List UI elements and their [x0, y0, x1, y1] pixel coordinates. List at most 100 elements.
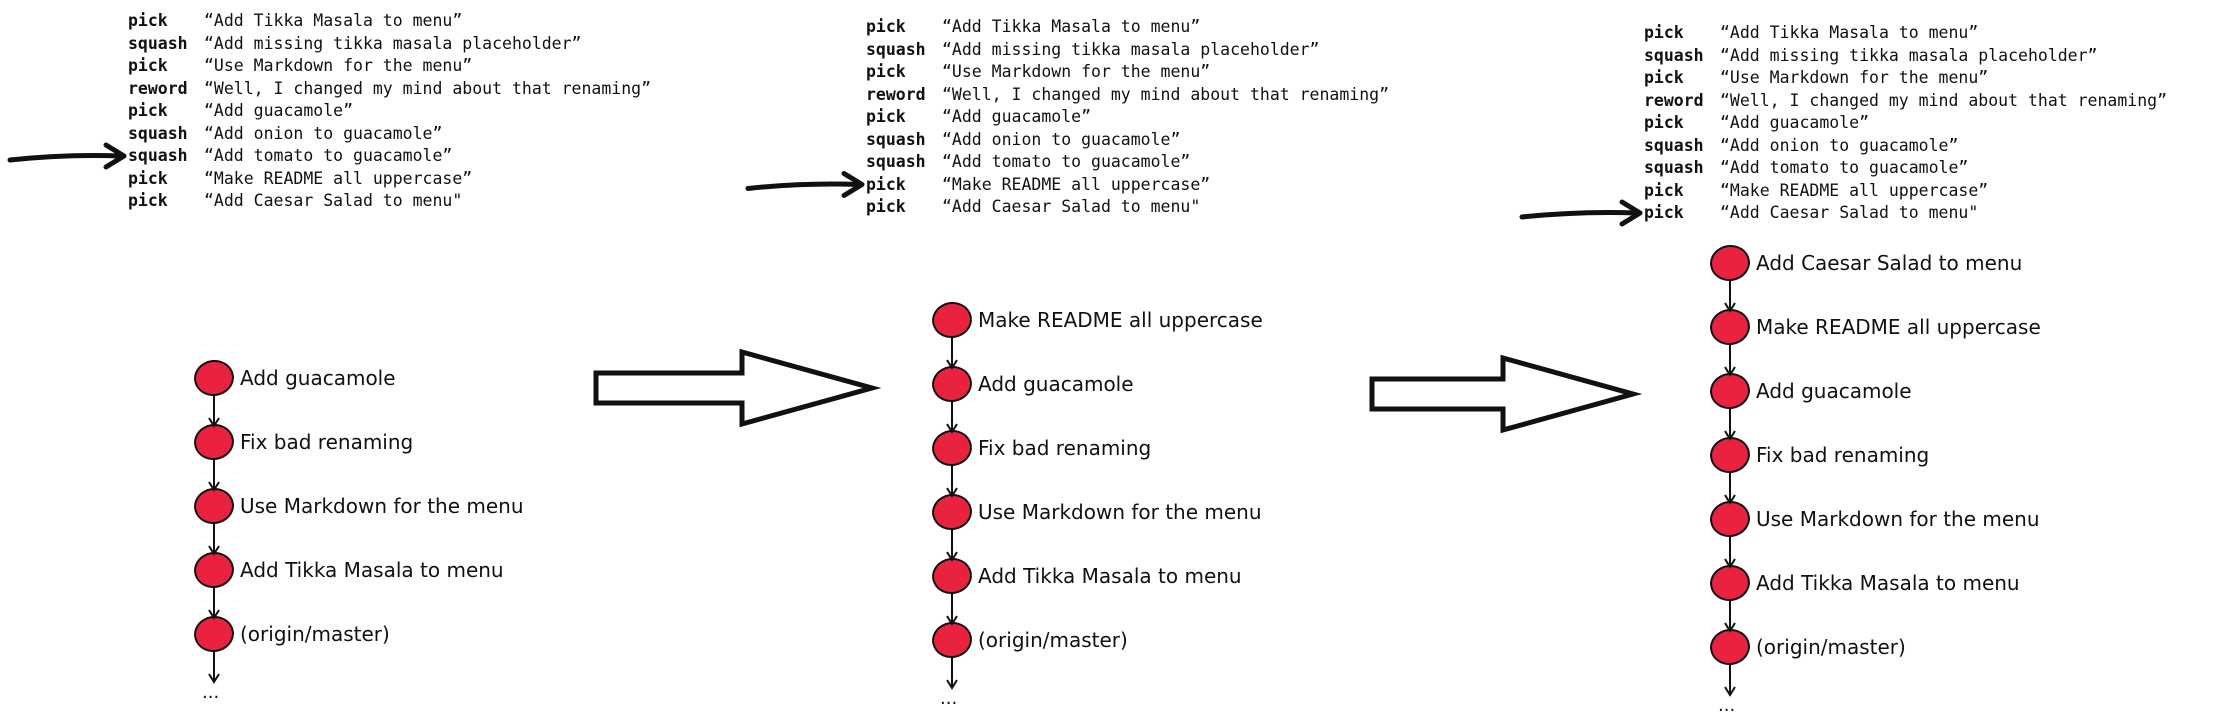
commit-label: Add guacamole — [240, 366, 396, 390]
commit-node: Add Caesar Salad to menu — [1707, 242, 2023, 284]
commit-node: Add Tikka Masala to menu — [191, 549, 504, 591]
rebase-command: pick — [866, 17, 906, 36]
rebase-command: pick — [1644, 203, 1684, 222]
commit-node: Make README all uppercase — [929, 299, 1263, 341]
commit-message: “Use Markdown for the menu” — [942, 62, 1211, 81]
current-step-pointer — [7, 153, 125, 163]
commit-message: “Add guacamole” — [1720, 113, 1870, 132]
rebase-command: reword — [866, 84, 926, 104]
parent-edge-head — [1724, 302, 1736, 313]
rebase-todo-line: pick“Use Markdown for the menu” — [866, 61, 1389, 84]
commit-node: (origin/master) — [1707, 626, 1906, 668]
commit-message: “Make README all uppercase” — [1720, 180, 1989, 200]
commit-node: Use Markdown for the menu — [1707, 498, 2040, 540]
rebase-todo-list: pick “Add Tikka Masala to menu” squash “Add… — [866, 16, 1389, 219]
rebase-todo-line: pick “Add Tikka Masala to menu” — [866, 16, 1389, 39]
commit-message: “Well, I changed my mind about that rena… — [204, 78, 652, 98]
commit-message: “Add missing tikka masala placeholder” — [942, 39, 1320, 59]
commit-message: “Add missing tikka masala placeholder” — [204, 33, 582, 53]
rebase-todo-line: pick “Make README all uppercase” — [1644, 180, 2167, 203]
parent-edge-head — [946, 551, 958, 562]
rebase-command: squash — [128, 146, 188, 165]
rebase-todo-line: pick “Add guacamole” — [128, 100, 651, 123]
parent-edge-head — [208, 481, 220, 492]
commit-node: Add guacamole — [191, 357, 396, 399]
rebase-command: pick — [866, 174, 906, 194]
commit-node: Use Markdown for the menu — [191, 485, 524, 527]
rebase-command: pick — [128, 56, 168, 75]
commit-node: Add guacamole — [1707, 370, 1912, 412]
parent-edge-head — [208, 609, 220, 620]
rebase-command: pick — [1644, 180, 1684, 200]
rebase-todo-line: pick“Make README all uppercase” — [128, 168, 651, 191]
rebase-command: pick — [128, 11, 168, 30]
parent-edge-head — [946, 615, 958, 626]
parent-edge-head — [208, 673, 220, 684]
commit-message: “Well, I changed my mind about that rena… — [1720, 90, 2168, 110]
more-commits-ellipsis: ... — [202, 682, 220, 703]
commit-label: Add Caesar Salad to menu — [1756, 251, 2023, 275]
parent-edge-head — [946, 423, 958, 434]
rebase-todo-line: squash “Add missing tikka masala placehol… — [866, 39, 1389, 62]
commit-message: “Add tomato to guacamole” — [1720, 158, 1969, 177]
rebase-todo-list: pick “Add Tikka Masala to menu” squash “Add… — [128, 10, 651, 213]
parent-edge-head — [1724, 494, 1736, 505]
commit-node: Fix bad renaming — [929, 427, 1151, 469]
rebase-todo-line: pick“Make README all uppercase” — [866, 174, 1389, 197]
commit-node: Add guacamole — [929, 363, 1134, 405]
commit-message: “Add guacamole” — [204, 101, 354, 120]
current-step-pointer-head — [841, 171, 865, 198]
parent-edge-head — [1724, 430, 1736, 441]
commit-message: “Add tomato to guacamole” — [204, 146, 453, 165]
commit-label: (origin/master) — [1756, 635, 1906, 659]
rebase-command: pick — [1644, 113, 1684, 132]
commit-message: “Add Tikka Masala to menu” — [204, 11, 463, 30]
commit-message: “Add tomato to guacamole” — [942, 152, 1191, 171]
rebase-command: reword — [1644, 90, 1704, 110]
rebase-todo-line: pick“Use Markdown for the menu” — [128, 55, 651, 78]
commit-node: Fix bad renaming — [191, 421, 413, 463]
rebase-command: squash — [128, 33, 188, 53]
current-step-pointer — [1519, 210, 1641, 220]
parent-edge-head — [1724, 366, 1736, 377]
rebase-todo-line: reword“Well, I changed my mind about tha… — [128, 78, 651, 101]
parent-edge-head — [946, 679, 958, 690]
rebase-command: pick — [1644, 68, 1684, 87]
parent-edge-head — [1724, 686, 1736, 697]
rebase-todo-line: reword “Well, I changed my mind about tha… — [866, 84, 1389, 107]
rebase-command: squash — [866, 39, 926, 59]
rebase-todo-line: reword “Well, I changed my mind about tha… — [1644, 90, 2167, 113]
commit-label: (origin/master) — [240, 622, 390, 646]
rebase-command: pick — [866, 107, 906, 126]
rebase-command: squash — [866, 152, 926, 171]
rebase-command: squash — [128, 123, 188, 143]
parent-edge-head — [946, 487, 958, 498]
commit-message: “Add Tikka Masala to menu” — [1720, 23, 1979, 42]
commit-message: “Well, I changed my mind about that rena… — [942, 84, 1390, 104]
rebase-todo-line: pick “Add guacamole” — [1644, 112, 2167, 135]
commit-node: Use Markdown for the menu — [929, 491, 1262, 533]
rebase-todo-list: pick “Add Tikka Masala to menu” squash “Add… — [1644, 22, 2167, 225]
rebase-todo-line: pick“Add Caesar Salad to menu" — [1644, 202, 2167, 225]
commit-message: “Add onion to guacamole” — [1720, 135, 1959, 155]
rebase-command: squash — [1644, 45, 1704, 65]
commit-message: “Add Tikka Masala to menu” — [942, 17, 1201, 36]
commit-message: “Add missing tikka masala placeholder” — [1720, 45, 2098, 65]
rebase-todo-line: squash “Add onion to guacamole” — [128, 123, 651, 146]
commit-label: Make README all uppercase — [978, 308, 1263, 332]
commit-message: “Add guacamole” — [942, 107, 1092, 126]
commit-node: Add Tikka Masala to menu — [1707, 562, 2020, 604]
rebase-todo-line: squash “Add tomato to guacamole” — [128, 145, 651, 168]
commit-node: Make README all uppercase — [1707, 306, 2041, 348]
rebase-command: pick — [128, 168, 168, 188]
rebase-command: pick — [128, 101, 168, 120]
rebase-todo-line: pick “Add Tikka Masala to menu” — [128, 10, 651, 33]
commit-node: (origin/master) — [929, 619, 1128, 661]
rebase-command: squash — [1644, 135, 1704, 155]
commit-message: “Add onion to guacamole” — [204, 123, 443, 143]
step-arrow-1 — [593, 348, 882, 428]
parent-edge-head — [946, 359, 958, 370]
commit-label: Add Tikka Masala to menu — [978, 564, 1242, 588]
rebase-command: pick — [1644, 23, 1684, 42]
